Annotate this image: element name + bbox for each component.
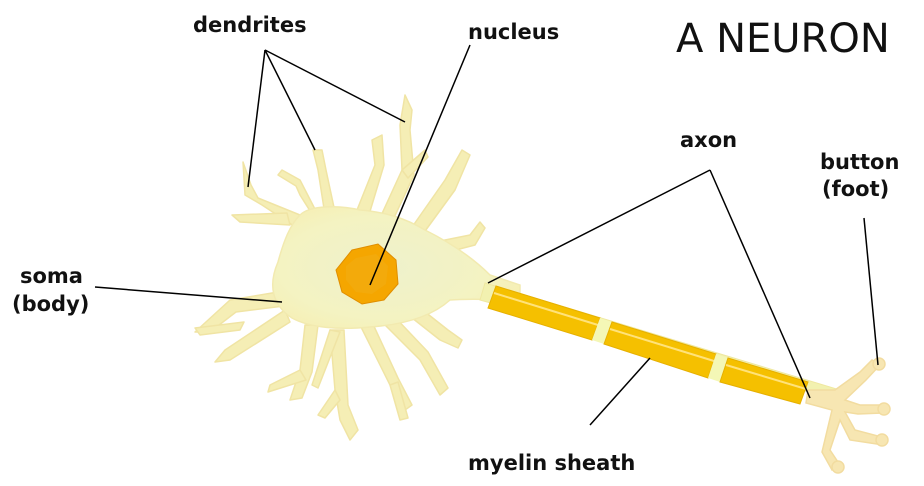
leader-soma — [95, 287, 282, 302]
myelin-segment-1 — [488, 286, 600, 340]
leader-axon-1 — [488, 170, 710, 283]
leader-button — [864, 218, 878, 365]
label-nucleus: nucleus — [468, 20, 559, 44]
diagram-title: A NEURON — [676, 17, 890, 61]
label-dendrites: dendrites — [193, 13, 307, 37]
leader-dendrites-3 — [265, 50, 405, 122]
label-myelin-sheath: myelin sheath — [468, 451, 635, 475]
label-soma: soma — [20, 264, 83, 288]
label-button-foot: (foot) — [822, 177, 889, 201]
myelin-segments — [488, 286, 808, 404]
leader-dendrites-1 — [248, 50, 265, 187]
label-button: button — [820, 150, 899, 174]
label-axon: axon — [680, 128, 737, 152]
leader-myelin — [590, 358, 650, 425]
label-soma-body: (body) — [12, 292, 89, 316]
axon-terminal — [806, 358, 890, 473]
myelin-segment-2 — [604, 322, 716, 378]
leader-dendrites-2 — [265, 50, 315, 150]
